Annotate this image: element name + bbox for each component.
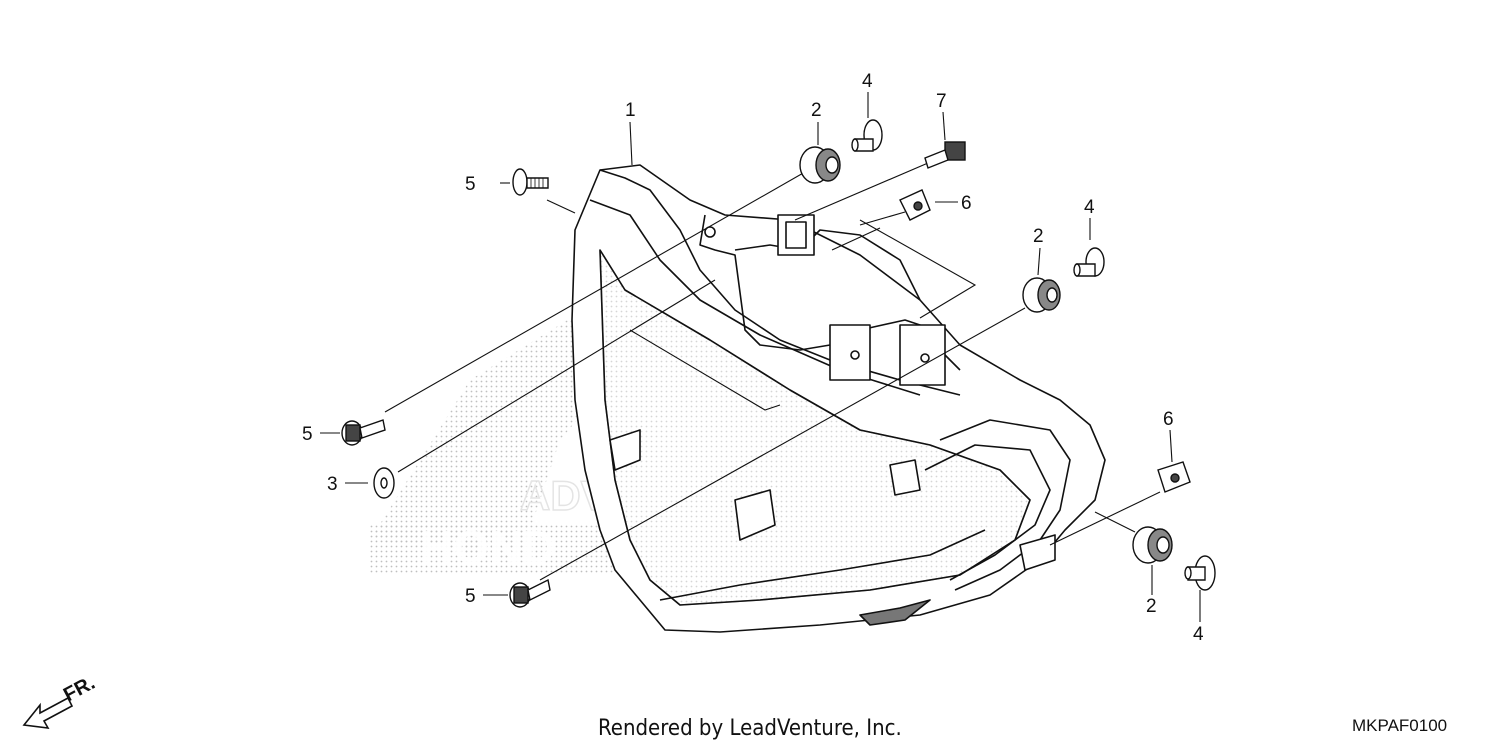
callout-7: 7 xyxy=(936,91,947,112)
bolt-5-top xyxy=(512,168,549,196)
callout-6-upper: 6 xyxy=(961,193,972,214)
callout-4-top: 4 xyxy=(862,71,873,92)
callout-5-middle: 5 xyxy=(302,424,313,445)
grommet-2-lower xyxy=(1132,526,1173,564)
callout-labels: 1 2 2 2 3 4 4 4 5 5 5 6 6 7 xyxy=(302,71,1204,645)
callout-2-top: 2 xyxy=(811,100,822,121)
washer-3 xyxy=(373,467,395,499)
clip-6-upper xyxy=(899,189,931,221)
fasteners xyxy=(341,119,1216,608)
render-credit: Rendered by LeadVenture, Inc. xyxy=(598,716,902,741)
callout-2-lower: 2 xyxy=(1146,596,1157,617)
callout-4-lower: 4 xyxy=(1193,624,1204,645)
collar-4-lower xyxy=(1184,555,1216,591)
callout-5-bottom: 5 xyxy=(465,586,476,607)
collar-4-top xyxy=(851,119,883,152)
clip-6-lower xyxy=(1157,461,1191,493)
callout-3: 3 xyxy=(327,474,338,495)
front-direction-arrow: FR. xyxy=(22,672,99,729)
svg-text:HOND: HOND xyxy=(420,521,555,573)
grommet-2-top xyxy=(799,146,841,184)
leader-lines xyxy=(320,92,1201,622)
bolt-5-middle xyxy=(341,419,386,446)
screw-7 xyxy=(924,141,966,169)
grommet-2-right xyxy=(1022,277,1061,313)
callout-4-right: 4 xyxy=(1084,197,1095,218)
callout-6-lower: 6 xyxy=(1163,409,1174,430)
collar-4-right xyxy=(1073,247,1105,277)
bolt-5-bottom xyxy=(509,578,551,608)
headlight-assembly xyxy=(571,164,1106,633)
callout-1: 1 xyxy=(625,100,636,121)
callout-2-right: 2 xyxy=(1033,226,1044,247)
callout-5-top: 5 xyxy=(465,174,476,195)
diagram-code: MKPAF0100 xyxy=(1352,716,1448,735)
